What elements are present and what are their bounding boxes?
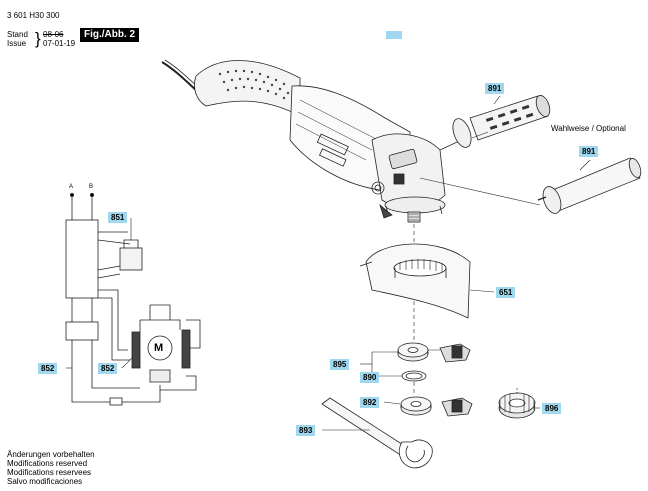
terminal-a-label: A [69, 184, 74, 190]
leader-lines [66, 95, 591, 431]
stand-date: 08-06 [43, 30, 64, 39]
doc-number: 3 601 H30 300 [7, 11, 60, 20]
grinder-body [161, 59, 446, 395]
callout-891-upper: 891 [485, 83, 505, 94]
aux-handle-optional [419, 157, 642, 214]
guard [359, 243, 495, 319]
callout-893: 893 [296, 425, 316, 436]
wiring-diagram [65, 192, 201, 406]
footer-line-2: Modifications reserved [7, 459, 88, 468]
callout-890: 890 [360, 372, 380, 383]
motor-label: M [154, 342, 164, 354]
quick-clamping-nut [498, 388, 536, 419]
color-marker [386, 31, 402, 39]
stand-label: Stand [7, 30, 28, 39]
figure-label: Fig./Abb. 2 [80, 28, 140, 42]
issue-date: 07-01-19 [43, 39, 76, 48]
mounting-flange [397, 342, 471, 382]
callout-892: 892 [360, 397, 380, 408]
issue-label: Issue [7, 39, 27, 48]
callout-896: 896 [542, 403, 562, 414]
brace: } [35, 29, 41, 48]
callout-852-left: 852 [38, 363, 58, 374]
callout-851: 851 [108, 212, 128, 223]
terminal-b-label: B [89, 184, 94, 190]
callout-891-optional: 891 [579, 146, 599, 157]
footer-line-1: Änderungen vorbehalten [7, 450, 95, 459]
clamping-nut [400, 396, 473, 417]
footer-line-4: Salvo modificaciones [7, 477, 83, 486]
footer-line-3: Modifications reservees [7, 468, 92, 477]
callout-651: 651 [496, 287, 516, 298]
callout-852-right: 852 [98, 363, 118, 374]
two-pin-spanner [321, 397, 433, 469]
aux-handle-upper [439, 95, 551, 151]
optional-note: Wahlweise / Optional [551, 124, 626, 133]
callout-895: 895 [330, 359, 350, 370]
